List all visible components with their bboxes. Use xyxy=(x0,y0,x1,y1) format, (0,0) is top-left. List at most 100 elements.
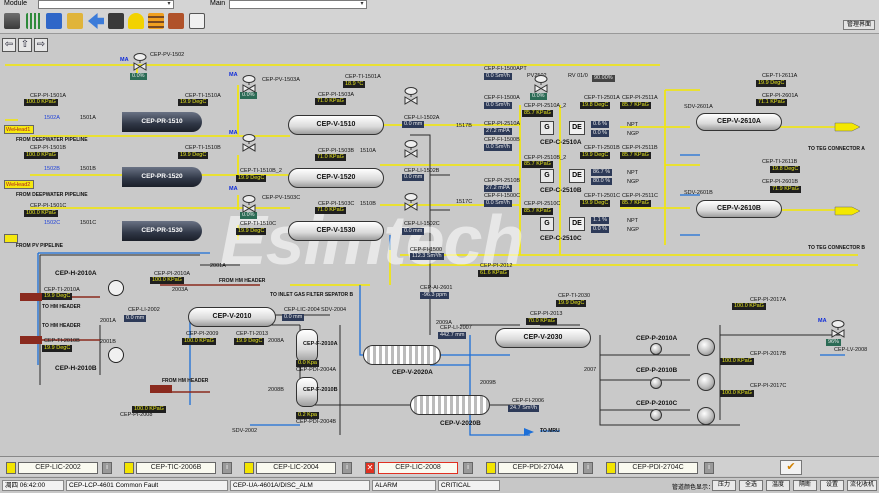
hm-header-badge xyxy=(20,293,42,301)
folder-icon[interactable] xyxy=(67,13,83,29)
control-valve-icon[interactable] xyxy=(242,134,256,152)
compressor-g-2510b[interactable]: G xyxy=(540,169,554,183)
npt-label: NPT xyxy=(627,122,638,128)
heater-pr-1530[interactable]: CEP-PR-1530 xyxy=(122,221,202,241)
filter-all-button[interactable]: 全选 xyxy=(739,480,763,491)
reading-tag: CEP-TI-2010A xyxy=(44,287,80,293)
trend-icon[interactable] xyxy=(108,13,124,29)
control-valve-icon[interactable] xyxy=(242,75,256,93)
print-icon[interactable] xyxy=(4,13,20,29)
alarm-item[interactable]: CEP-PDI-2704C xyxy=(618,462,698,474)
acknowledge-icon[interactable]: ✔ xyxy=(780,460,802,475)
reading-value: 27.2 mPA xyxy=(484,128,512,135)
report-icon[interactable] xyxy=(148,13,164,29)
module-select[interactable]: ▾ xyxy=(38,0,174,9)
filter-temperature-button[interactable]: 温度 xyxy=(766,480,790,491)
alarm-item[interactable]: CEP-PDI-2704A xyxy=(498,462,578,474)
alarm-item[interactable]: CEP-LIC-2004 xyxy=(256,462,336,474)
info-icon[interactable]: i xyxy=(222,462,232,474)
compressor-de-2510c[interactable]: DE xyxy=(569,217,585,231)
compressor-g-2510a[interactable]: G xyxy=(540,121,554,135)
valve-label: SDV-2601B xyxy=(684,190,713,196)
reading-tag: CEP-FI-1500A xyxy=(484,95,520,101)
back-arrow-icon[interactable] xyxy=(88,13,104,29)
compressor-de-2510a[interactable]: DE xyxy=(569,121,585,135)
reading-tag: CEP-FI-2006 xyxy=(512,398,545,404)
control-valve-icon[interactable] xyxy=(242,195,256,213)
vessel-v-1510[interactable]: CEP-V-1510 xyxy=(288,115,384,135)
bell-icon[interactable] xyxy=(128,13,144,29)
alarm-item-critical[interactable]: CEP-LIC-2008 xyxy=(378,462,458,474)
reading-tag: CEP-TI-2501C xyxy=(584,193,621,199)
pump-motor-c[interactable] xyxy=(650,409,662,421)
pump-motor-b[interactable] xyxy=(650,377,662,389)
back-button[interactable]: ⇦ xyxy=(2,38,16,52)
reading-value: 85.7 KPaG xyxy=(620,152,651,159)
reading-value: 85.7 KPaG xyxy=(522,208,553,215)
heat-exchanger-2010a[interactable] xyxy=(108,280,124,296)
reading-value: 19.9 DegC xyxy=(236,228,267,235)
pump-p-2010b[interactable] xyxy=(697,373,715,391)
grid-icon[interactable] xyxy=(46,13,62,29)
critical-icon: ✕ xyxy=(365,462,375,474)
pump-p-2010c[interactable] xyxy=(697,407,715,425)
info-icon[interactable]: i xyxy=(463,462,473,474)
control-valve-icon[interactable] xyxy=(133,53,147,71)
close-button[interactable]: 流化收机 xyxy=(847,480,877,491)
control-valve-icon[interactable] xyxy=(404,87,418,105)
reading-tag: CEP-PI-2017B xyxy=(750,351,787,357)
heater-pr-1510[interactable]: CEP-PR-1510 xyxy=(122,112,202,132)
settings-icon[interactable] xyxy=(189,13,205,29)
list-icon[interactable] xyxy=(168,13,184,29)
filter-f-2010b[interactable] xyxy=(296,377,318,407)
alarm-item[interactable]: CEP-TIC-2006B xyxy=(136,462,216,474)
pump-motor-a[interactable] xyxy=(650,343,662,355)
valve-label: 2001B xyxy=(100,339,116,345)
filter-pressure-button[interactable]: 压力 xyxy=(712,480,736,491)
heat-exchanger-2010b[interactable] xyxy=(108,347,124,363)
control-valve-icon[interactable] xyxy=(534,75,548,93)
wellhead-3[interactable] xyxy=(4,234,18,243)
vessel-v-2020a[interactable] xyxy=(363,345,441,365)
main-select[interactable]: ▾ xyxy=(229,0,367,9)
vessel-v-2020b[interactable] xyxy=(410,395,490,415)
control-valve-icon[interactable] xyxy=(404,140,418,158)
reading-tag: CEP-TI-1510B xyxy=(185,145,221,151)
up-button[interactable]: ⇧ xyxy=(18,38,32,52)
vessel-v-2010[interactable]: CEP-V-2010 xyxy=(188,307,276,327)
ma-label: MA xyxy=(818,318,827,324)
reading-tag: CEP-PI-2017A xyxy=(750,297,787,303)
vessel-v-1530[interactable]: CEP-V-1530 xyxy=(288,221,384,241)
warning-icon xyxy=(244,462,254,474)
wellhead-1[interactable]: WeHead1 xyxy=(4,125,34,134)
manager-button[interactable]: 管理界面 xyxy=(843,20,875,30)
valve-pv-1502-pct: 0.0% xyxy=(130,73,147,80)
valve-tag: CEP-LV-2008 xyxy=(834,347,868,353)
ngp-c-value: 0.0 % xyxy=(591,226,610,233)
compressor-g-2510c[interactable]: G xyxy=(540,217,554,231)
pump-p-2010a[interactable] xyxy=(697,338,715,356)
forward-button[interactable]: ⇨ xyxy=(34,38,48,52)
pump-label: CEP-P-2010A xyxy=(636,335,678,342)
info-icon[interactable]: i xyxy=(102,462,112,474)
control-valve-icon[interactable] xyxy=(404,193,418,211)
filter-isolation-button[interactable]: 隔断 xyxy=(793,480,817,491)
info-icon[interactable]: i xyxy=(342,462,352,474)
vessel-v-2610b[interactable]: CEP-V-2610B xyxy=(696,200,782,218)
reading-tag: CEP-LI-2007 xyxy=(440,325,472,331)
reading-tag: CEP-FI-1500C xyxy=(484,193,521,199)
alarm-item[interactable]: CEP-LIC-2002 xyxy=(18,462,98,474)
info-icon[interactable]: i xyxy=(583,462,593,474)
control-valve-icon[interactable] xyxy=(831,320,845,338)
bar-graph-icon[interactable] xyxy=(26,13,42,29)
heater-pr-1520[interactable]: CEP-PR-1520 xyxy=(122,167,202,187)
info-icon[interactable]: i xyxy=(704,462,714,474)
vessel-v-1520[interactable]: CEP-V-1520 xyxy=(288,168,384,188)
chevron-down-icon: ▾ xyxy=(360,1,364,7)
wellhead-2[interactable]: WeHead2 xyxy=(4,180,34,189)
ngp-b-value: 80.0 % xyxy=(591,178,613,185)
compressor-de-2510b[interactable]: DE xyxy=(569,169,585,183)
settings-button[interactable]: 设置 xyxy=(820,480,844,491)
vessel-v-2030[interactable]: CEP-V-2030 xyxy=(495,328,591,348)
vessel-v-2610a[interactable]: CEP-V-2610A xyxy=(696,113,782,131)
